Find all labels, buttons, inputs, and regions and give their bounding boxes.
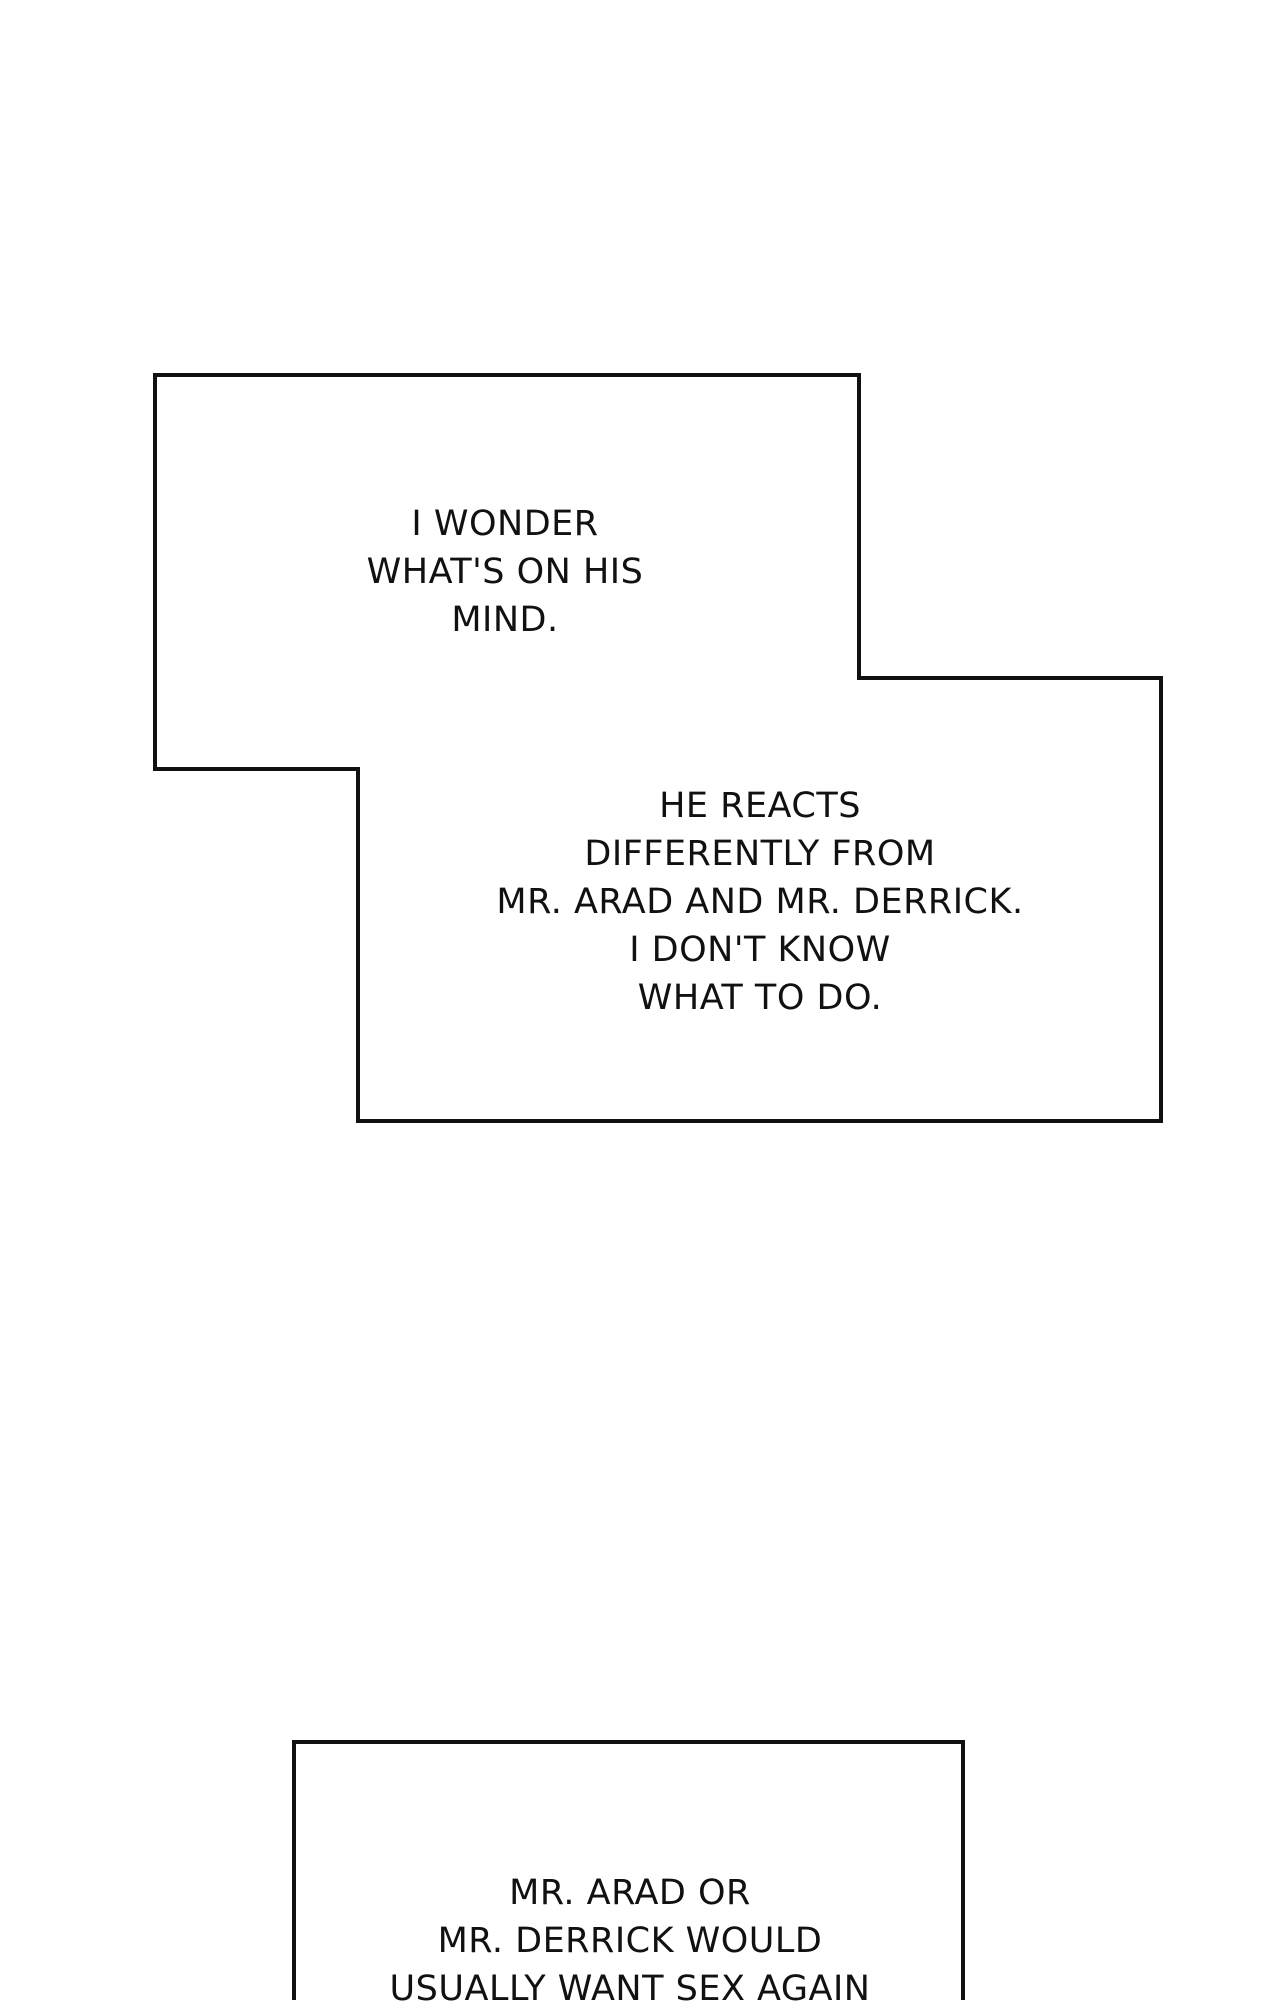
caption-line: MR. DERRICK WOULD (437, 1921, 823, 1961)
caption-arad-derrick: MR. ARAD OR MR. DERRICK WOULD USUALLY WA… (360, 1869, 900, 2013)
caption-line: MR. ARAD OR (509, 1873, 751, 1913)
caption-line: MIND. (451, 600, 559, 640)
caption-line: HE REACTS (659, 786, 861, 826)
caption-line: I WONDER (411, 504, 599, 544)
caption-line: USUALLY WANT SEX AGAIN (389, 1969, 871, 2009)
caption-line: WHAT TO DO. (637, 978, 883, 1018)
caption-line: MR. ARAD AND MR. DERRICK. (496, 882, 1024, 922)
caption-line: I DON'T KNOW (629, 930, 891, 970)
caption-wonder: I WONDER WHAT'S ON HIS MIND. (340, 500, 670, 644)
caption-reacts: HE REACTS DIFFERENTLY FROM MR. ARAD AND … (460, 782, 1060, 1022)
caption-line: WHAT'S ON HIS (366, 552, 644, 592)
thought-box-2 (292, 1740, 965, 2000)
caption-line: DIFFERENTLY FROM (584, 834, 936, 874)
thought-box-1 (153, 373, 1163, 1123)
